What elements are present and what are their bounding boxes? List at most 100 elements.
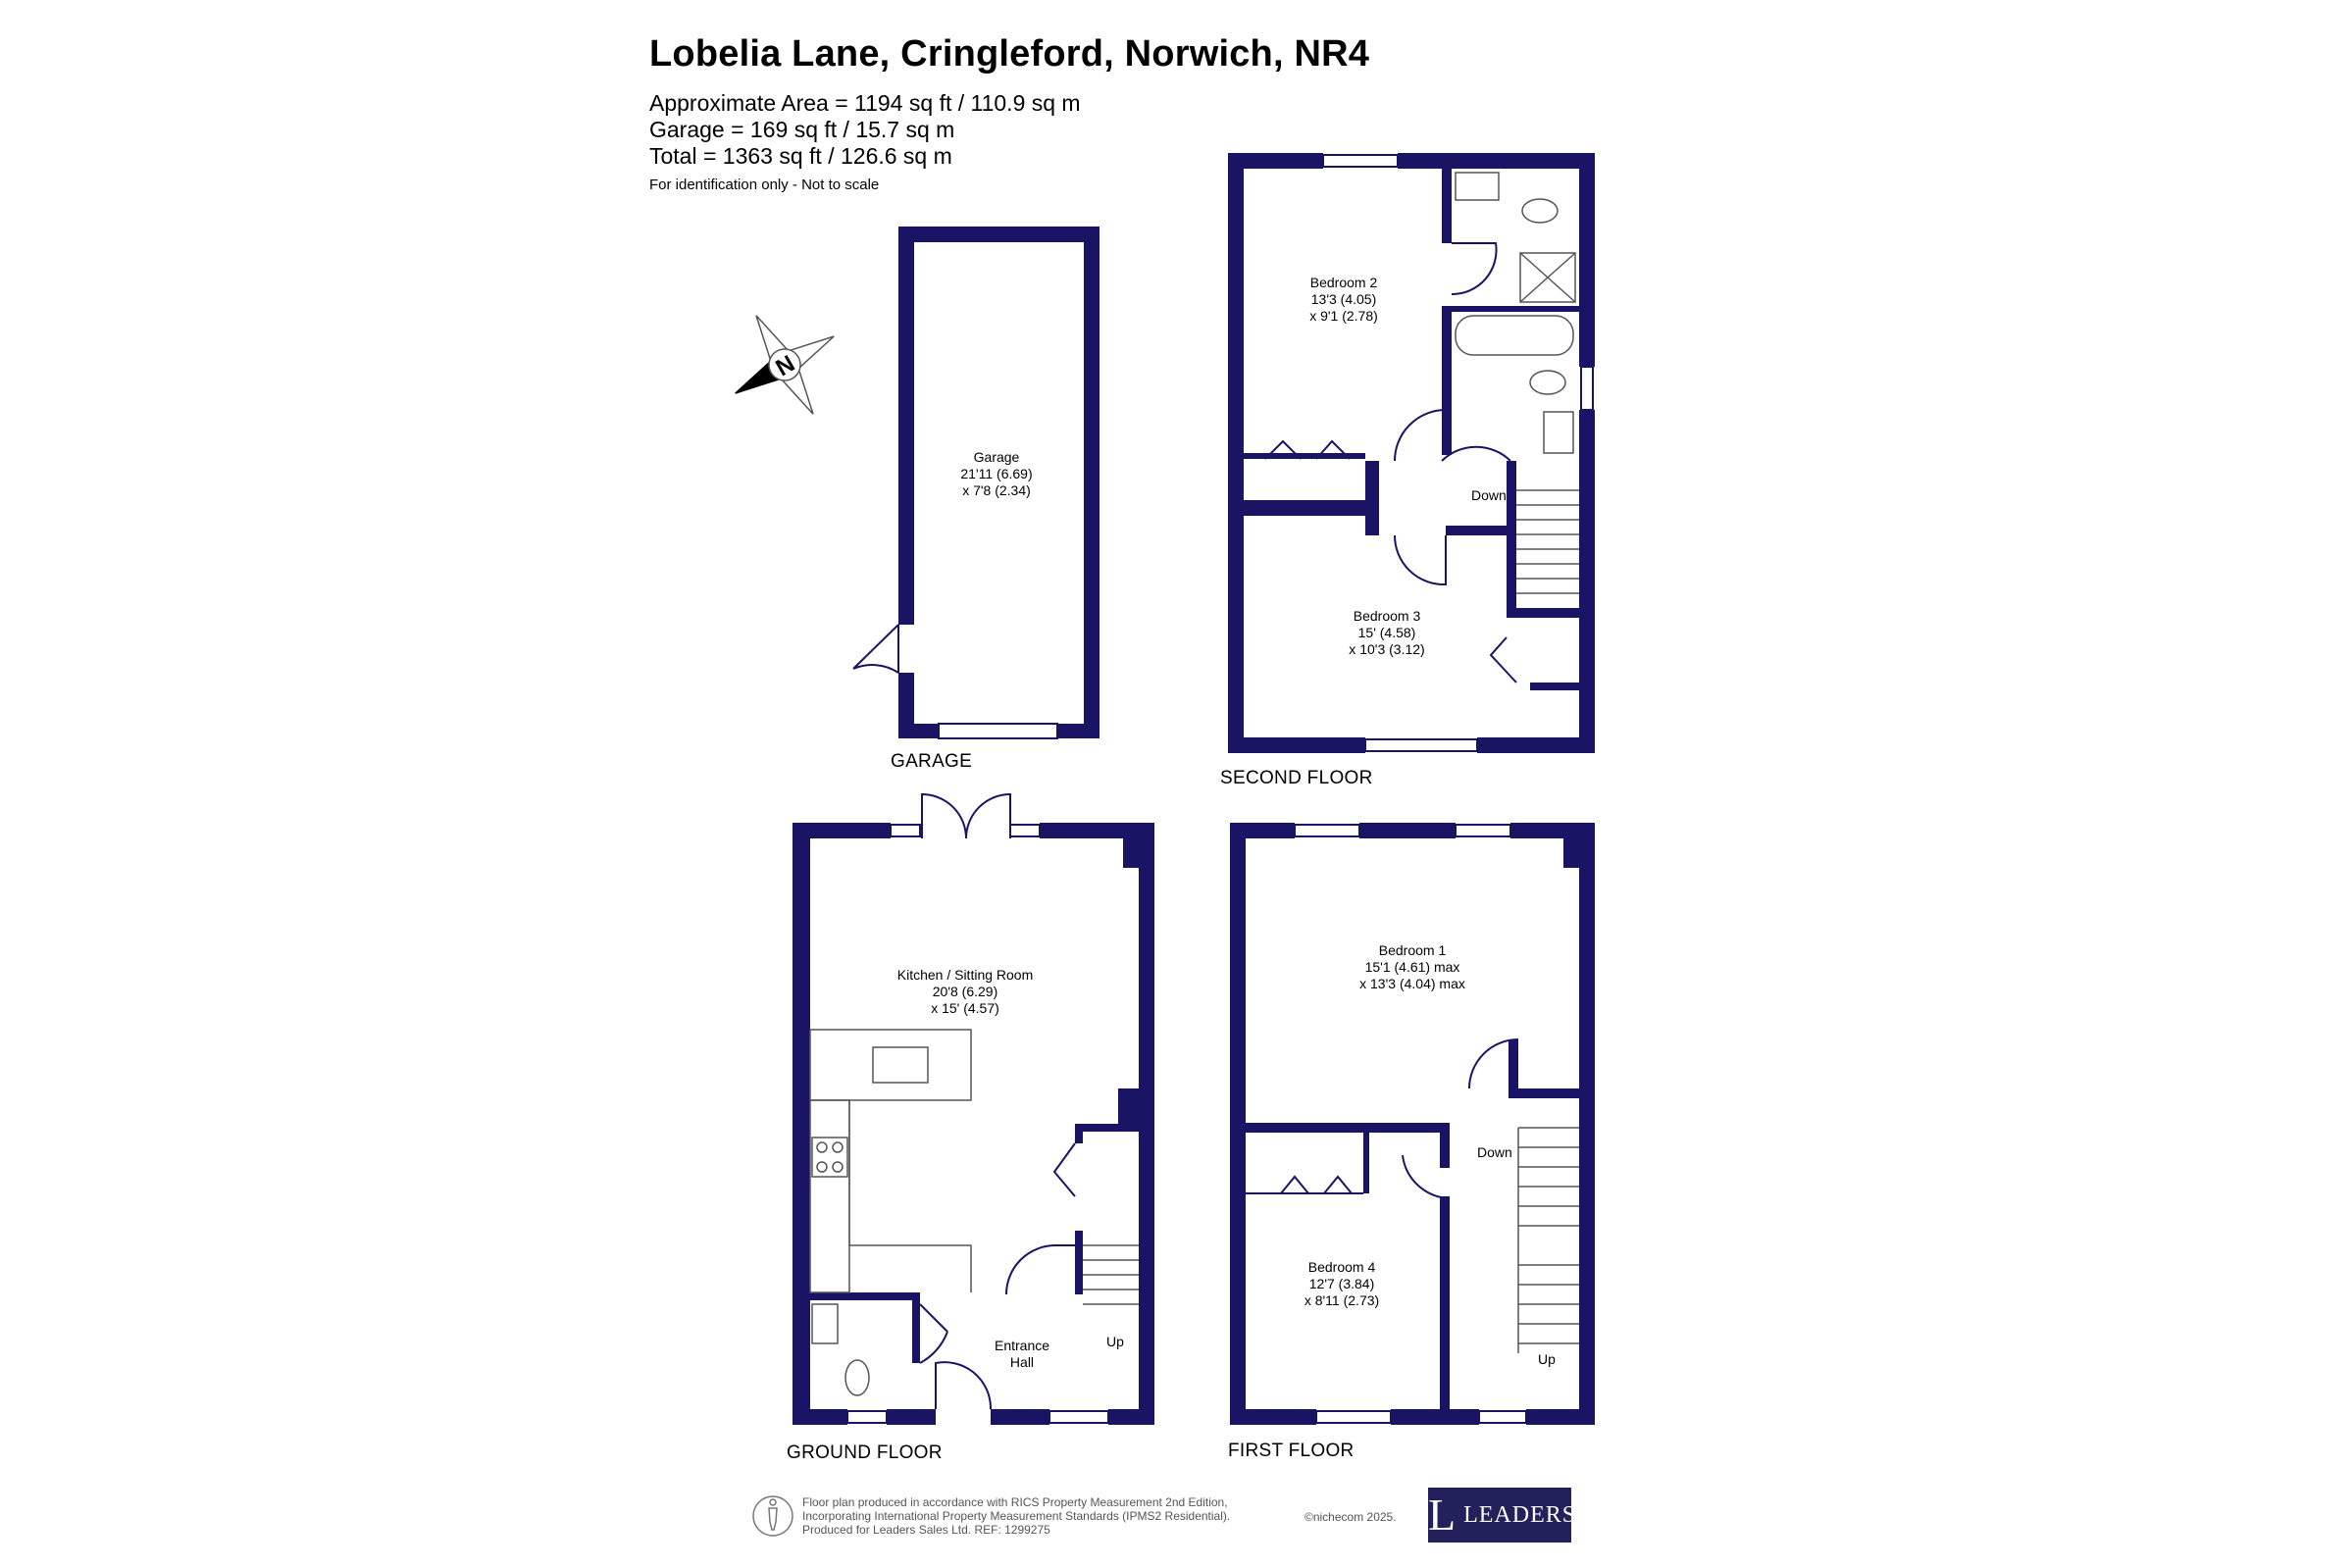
ground-window-wc <box>846 1410 888 1424</box>
garage-wall-bottom-left <box>898 724 939 738</box>
second-wall-right-lower <box>1579 410 1595 753</box>
room-dim: 15'1 (4.61) max <box>1364 959 1460 975</box>
room-bedroom-4: Bedroom 4 12'7 (3.84) x 8'11 (2.73) <box>1304 1259 1379 1309</box>
floor-label-first: FIRST FLOOR <box>1228 1441 1355 1461</box>
room-dim: x 13'3 (4.04) max <box>1359 976 1465 991</box>
ground-cupboard-door <box>1052 1142 1076 1197</box>
room-kitchen: Kitchen / Sitting Room 20'8 (6.29) x 15'… <box>897 967 1034 1017</box>
room-dim: 15' (4.58) <box>1357 625 1416 640</box>
room-dim: x 15' (4.57) <box>931 1000 999 1016</box>
room-name: Entrance <box>994 1338 1050 1353</box>
ground-front-door <box>935 1361 993 1410</box>
ground-wall-bottom-right <box>1108 1409 1154 1425</box>
first-wall-bottom-right <box>1526 1409 1595 1425</box>
garage-wall-right <box>1084 227 1099 738</box>
ground-wc-door <box>919 1303 948 1364</box>
garage-wall-bottom-right <box>1057 724 1099 738</box>
first-mid-wall-right <box>1508 1088 1579 1098</box>
second-wall-top-right <box>1398 153 1595 169</box>
garage-area: Garage = 169 sq ft / 15.7 sq m <box>649 117 955 142</box>
second-wall-top-left <box>1228 153 1323 169</box>
second-bed3-door <box>1394 534 1447 586</box>
second-bed2-door <box>1451 242 1498 296</box>
leaders-logo: L LEADERS <box>1428 1488 1575 1543</box>
copyright: ©nichecom 2025. <box>1304 1510 1397 1524</box>
ground-window-hall <box>1048 1410 1109 1424</box>
footer-line: Incorporating International Property Mea… <box>802 1509 1231 1523</box>
kitchen-hob <box>811 1137 848 1178</box>
second-wall-left <box>1228 153 1244 753</box>
second-stair-wall <box>1507 461 1516 618</box>
room-name: Kitchen / Sitting Room <box>896 967 1034 983</box>
kitchen-sink <box>872 1046 929 1084</box>
room-dim: x 10'3 (3.12) <box>1349 641 1425 657</box>
room-dim: 13'3 (4.05) <box>1310 291 1377 307</box>
footer-line: Floor plan produced in accordance with R… <box>802 1495 1228 1509</box>
ground-wall-bottom-mid <box>887 1409 936 1425</box>
logo-word: LEADERS <box>1463 1501 1577 1528</box>
garage-wall-left <box>898 227 914 625</box>
ground-wall-left <box>793 823 810 1425</box>
ground-chimney-2 <box>1118 1088 1139 1124</box>
room-bedroom-1: Bedroom 1 15'1 (4.61) max x 13'3 (4.04) … <box>1359 942 1465 992</box>
hob-ring-3 <box>816 1161 828 1173</box>
second-cupboard-bottom <box>1530 683 1579 690</box>
room-bedroom-3: Bedroom 3 15' (4.58) x 10'3 (3.12) <box>1349 608 1424 658</box>
first-window-bottom-2 <box>1478 1410 1527 1424</box>
ground-wc-wall-side <box>912 1292 920 1363</box>
room-name: Hall <box>1009 1354 1035 1370</box>
room-dim: 12'7 (3.84) <box>1308 1276 1375 1291</box>
first-bed1-door <box>1468 1038 1519 1089</box>
ground-stair-wall <box>1075 1124 1139 1132</box>
room-name: Bedroom 1 <box>1378 942 1447 958</box>
floor-label-second: SECOND FLOOR <box>1220 768 1373 788</box>
first-wall-right <box>1579 823 1595 1425</box>
first-landing-wall <box>1508 1039 1518 1098</box>
ground-window-top-left <box>890 824 921 837</box>
first-window-top-2 <box>1455 824 1511 837</box>
ground-wc-basin <box>811 1303 839 1344</box>
disclaimer: For identification only - Not to scale <box>649 177 880 193</box>
second-wall-right-upper <box>1579 153 1595 367</box>
floor-label-garage: GARAGE <box>891 751 973 772</box>
second-shower <box>1519 252 1576 303</box>
second-bath-basin <box>1543 411 1574 454</box>
garage-wall-left-lower <box>898 673 914 738</box>
first-mid-wall-left <box>1246 1123 1440 1133</box>
second-bath-door <box>1441 445 1511 462</box>
second-wardrobe-top <box>1244 453 1365 459</box>
ground-wall-top-right <box>1040 823 1154 838</box>
first-wall-bottom-mid <box>1391 1409 1479 1425</box>
first-chimney <box>1563 838 1579 868</box>
second-landing-door <box>1394 408 1447 462</box>
kitchen-counter <box>809 1099 850 1293</box>
room-dim: 20'8 (6.29) <box>932 984 998 999</box>
second-cupboard-door <box>1489 636 1517 683</box>
second-mid-wall-left <box>1244 500 1371 516</box>
second-ensuite-divider <box>1452 306 1579 312</box>
room-dim: x 8'11 (2.73) <box>1304 1292 1380 1308</box>
room-garage: Garage 21'11 (6.69) x 7'8 (2.34) <box>960 449 1032 499</box>
ground-wc-wall-top <box>810 1292 920 1300</box>
shower-diag-2 <box>1519 252 1576 303</box>
room-bedroom-2: Bedroom 2 13'3 (4.05) x 9'1 (2.78) <box>1309 275 1378 325</box>
room-dim: 21'11 (6.69) <box>960 466 1033 481</box>
garage-wall-top <box>898 227 1099 242</box>
stairs-up-first: Up <box>1538 1351 1556 1367</box>
first-wall-left <box>1230 823 1246 1425</box>
first-wall-bottom-left <box>1230 1409 1316 1425</box>
logo-letter: L <box>1428 1490 1457 1540</box>
second-ensuite-toilet <box>1521 198 1559 224</box>
total-area: Total = 1363 sq ft / 126.6 sq m <box>649 143 952 169</box>
ground-stair-treads <box>1083 1259 1139 1305</box>
page-title: Lobelia Lane, Cringleford, Norwich, NR4 <box>649 33 1370 75</box>
ground-chimney <box>1123 838 1139 868</box>
second-bath <box>1455 315 1574 356</box>
room-name: Garage <box>973 449 1020 465</box>
first-window-top-1 <box>1294 824 1360 837</box>
floor-label-ground: GROUND FLOOR <box>787 1442 943 1463</box>
hob-ring-2 <box>832 1141 844 1153</box>
second-mid-wall-right <box>1446 526 1507 535</box>
hob-ring-1 <box>816 1141 828 1153</box>
